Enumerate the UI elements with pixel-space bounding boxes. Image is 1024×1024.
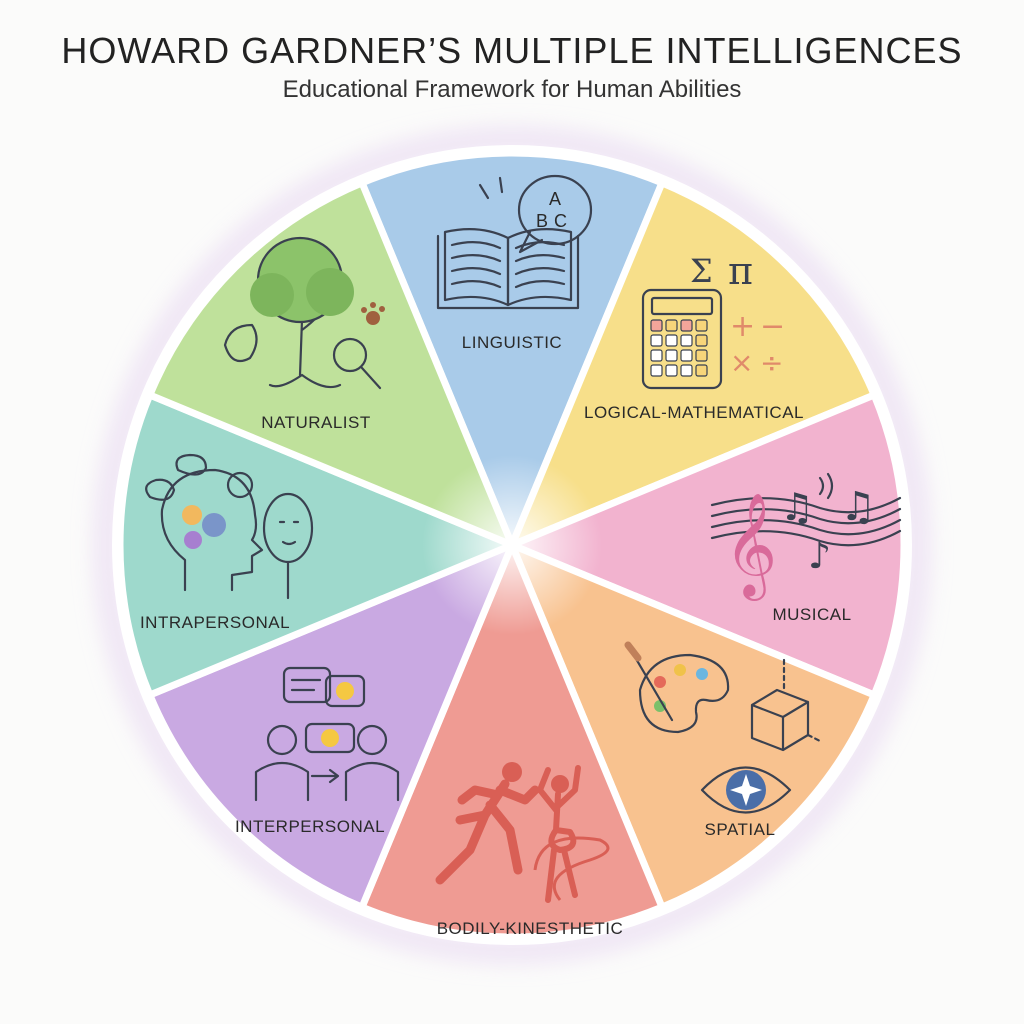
label-logical-mathematical: LOGICAL-MATHEMATICAL — [584, 403, 804, 422]
label-linguistic: LINGUISTIC — [462, 333, 562, 352]
music-note-1: ♫ — [780, 485, 814, 529]
calculator-key — [650, 349, 663, 362]
wheel-center-glow — [422, 455, 602, 635]
calculator-key — [650, 364, 663, 377]
plus-symbol: + — [730, 309, 755, 344]
label-spatial: SPATIAL — [705, 820, 776, 839]
label-musical: MUSICAL — [772, 605, 851, 624]
palette-cube-eye-icon — [624, 641, 824, 814]
label-bodily-kinesthetic: BODILY-KINESTHETIC — [437, 919, 624, 938]
treble-clef-music-notes-icon: 𝄞 ♫ ♫ ♪ — [710, 472, 902, 601]
page-subtitle: Educational Framework for Human Abilitie… — [282, 76, 742, 103]
head-gears-mirror-icon — [145, 453, 314, 600]
two-people-chat-icon — [254, 666, 400, 802]
calculator-key — [650, 319, 663, 332]
open-book-abc-icon: A B C — [436, 174, 593, 310]
calculator-key — [680, 349, 693, 362]
calculator-key — [680, 319, 693, 332]
bubble-letters-bc: B C — [536, 211, 568, 231]
bubble-letters-a: A — [549, 189, 562, 209]
calculator-key — [665, 349, 678, 362]
calculator-key — [680, 334, 693, 347]
treble-clef: 𝄞 — [724, 492, 777, 601]
music-note-3: ♪ — [808, 536, 831, 577]
calculator-key — [680, 364, 693, 377]
wedge-interpersonal — [146, 541, 516, 911]
times-symbol: × — [730, 346, 753, 379]
calculator-key — [695, 319, 708, 332]
calculator-key — [665, 334, 678, 347]
sigma-symbol: Σ — [690, 252, 713, 290]
tree-leaf-paw-magnifier-icon — [223, 236, 385, 390]
calculator-key — [695, 334, 708, 347]
runner-dancer-icon — [435, 762, 610, 903]
divide-symbol: ÷ — [760, 346, 783, 379]
calculator-key — [650, 334, 663, 347]
calculator-key — [665, 364, 678, 377]
wedge-logical-mathematical — [508, 179, 878, 549]
calculator-math-symbols-icon: Σ π + − × ÷ — [641, 249, 785, 390]
wedge-musical — [508, 391, 908, 699]
calculator-key — [665, 319, 678, 332]
music-note-2: ♫ — [840, 484, 876, 530]
wedge-naturalist — [146, 179, 516, 549]
calculator-key — [695, 349, 708, 362]
label-interpersonal: INTERPERSONAL — [235, 817, 385, 836]
label-intrapersonal: INTRAPERSONAL — [140, 613, 290, 632]
page-title: HOWARD GARDNER’S MULTIPLE INTELLIGENCES — [61, 30, 963, 71]
label-naturalist: NATURALIST — [261, 413, 371, 432]
calculator-key — [695, 364, 708, 377]
pi-symbol: π — [728, 249, 753, 293]
minus-symbol: − — [760, 309, 785, 344]
wheel-glow — [96, 129, 928, 961]
wheel-rim — [112, 145, 912, 945]
